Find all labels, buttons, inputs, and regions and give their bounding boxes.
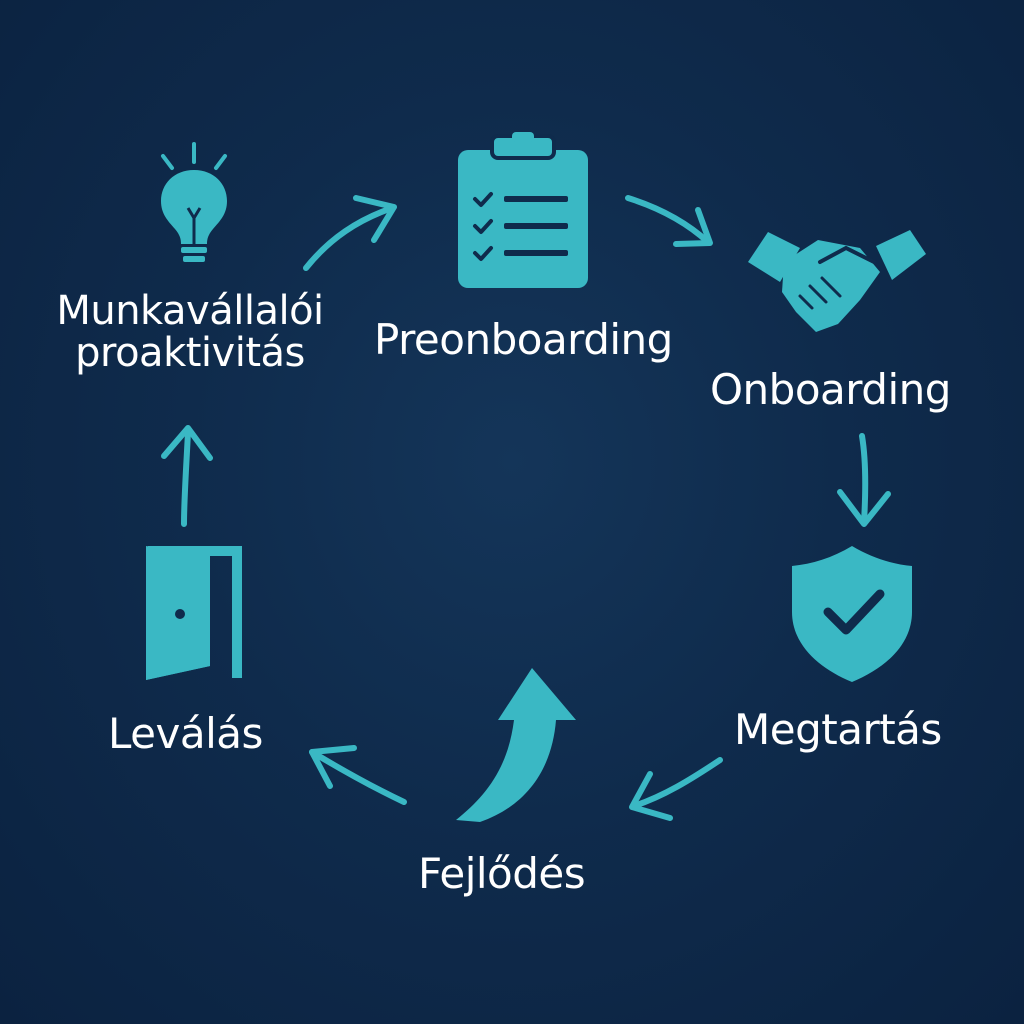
stage-label-proactivity-line1: Munkavállalói — [56, 288, 324, 334]
arrow-proactivity-to-preonboarding — [303, 195, 397, 271]
arrow-retention-to-development — [629, 757, 723, 821]
shield-check-icon — [792, 546, 912, 682]
handshake-icon — [748, 230, 926, 332]
stage-label-retention: Megtartás — [734, 705, 942, 754]
arrow-onboarding-to-retention — [837, 433, 891, 527]
stage-label-proactivity: Munkavállalói proaktivitás — [30, 290, 350, 374]
arrow-offboarding-to-proactivity — [161, 425, 213, 527]
stage-label-proactivity-line2: proaktivitás — [75, 330, 305, 376]
stage-label-development: Fejlődés — [418, 849, 586, 898]
stage-label-offboarding: Leválás — [108, 709, 263, 758]
lightbulb-icon — [161, 142, 227, 262]
stage-label-onboarding: Onboarding — [710, 365, 951, 414]
arrow-development-to-offboarding — [309, 745, 407, 805]
clipboard-checklist-icon — [458, 132, 588, 288]
arrow-preonboarding-to-onboarding — [625, 195, 713, 247]
growth-arrow-icon — [456, 668, 576, 822]
stage-label-preonboarding: Preonboarding — [374, 315, 673, 364]
door-open-icon — [146, 546, 242, 680]
